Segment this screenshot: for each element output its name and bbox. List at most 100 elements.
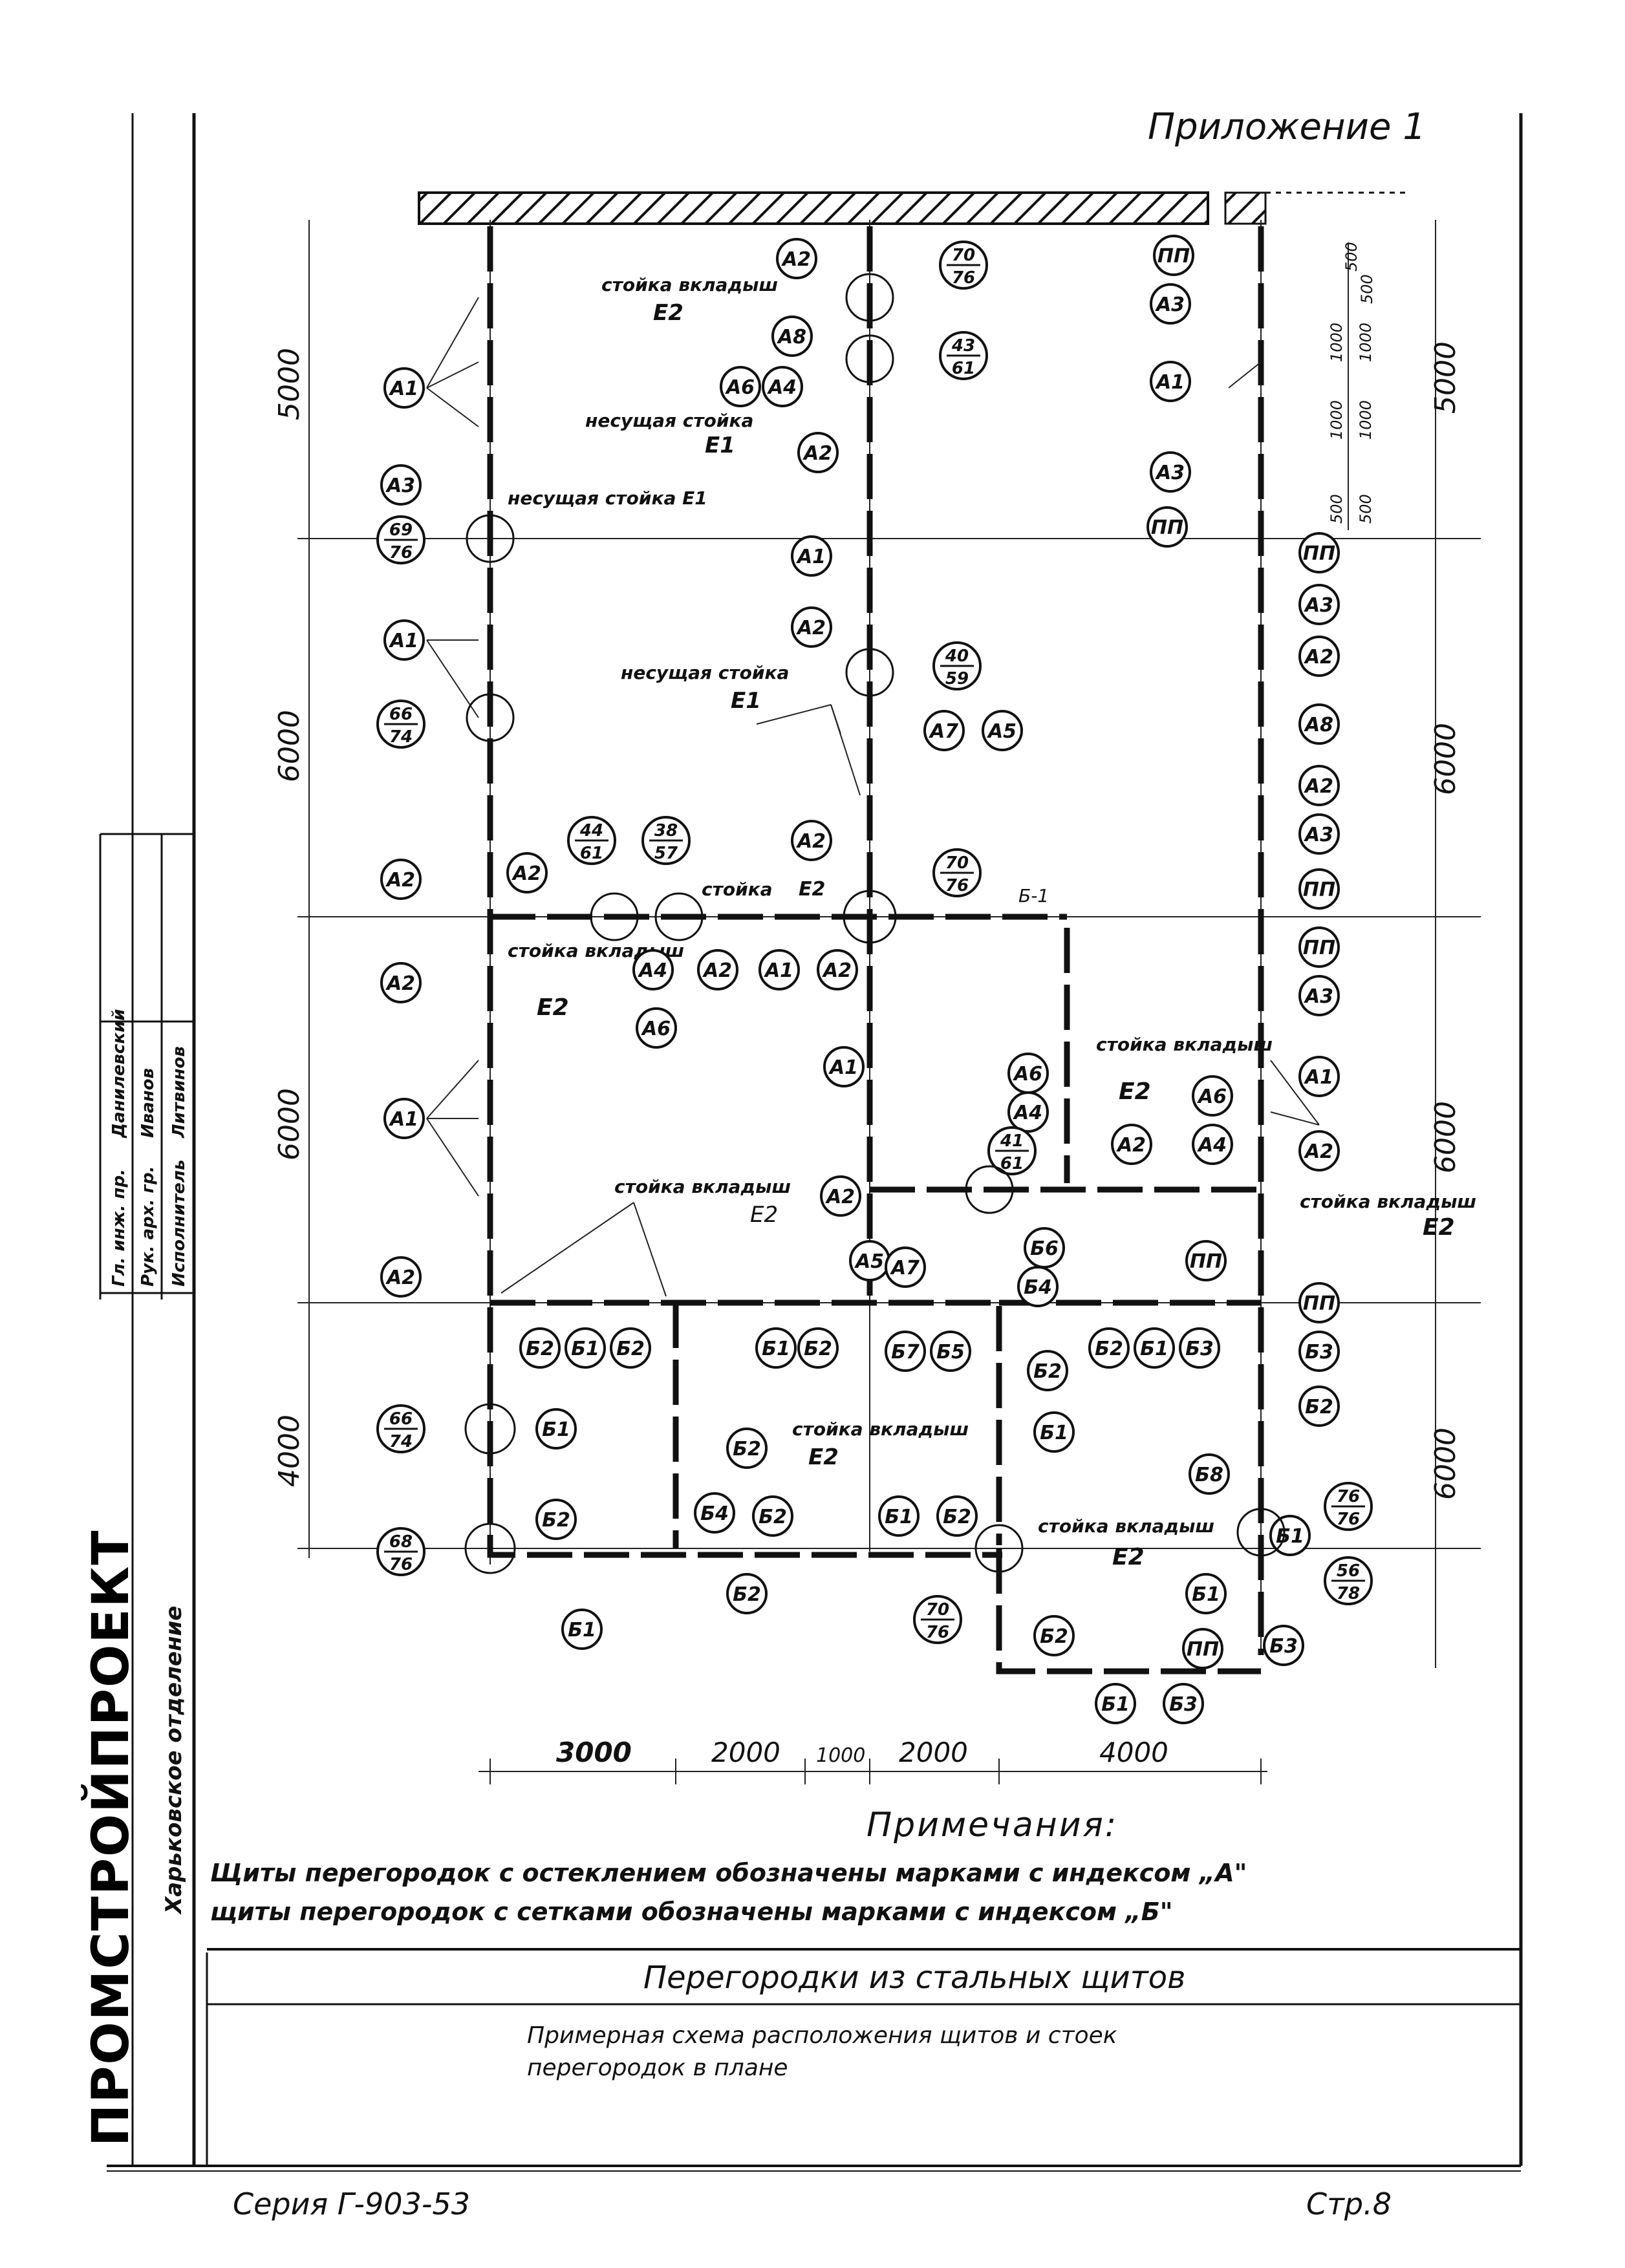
marker-label: А2 xyxy=(822,959,852,982)
dim-left-2: 6000 xyxy=(273,710,306,782)
marker-bubble xyxy=(380,962,422,1003)
marker-label: А3 xyxy=(1155,462,1185,484)
dim-left-4: 4000 xyxy=(273,1415,306,1487)
marker-bubble xyxy=(1192,1075,1233,1117)
marker-bubble xyxy=(878,1495,920,1537)
marker-label: А3 xyxy=(1155,294,1185,316)
marker-bubble xyxy=(1298,1385,1340,1427)
marker-bubble xyxy=(1134,1327,1175,1369)
marker-bubble xyxy=(1007,1091,1049,1133)
marker-bubble xyxy=(755,1327,797,1369)
doc-title: Перегородки из стальных щитов xyxy=(643,1960,1185,1996)
label-e1-3: Е1 xyxy=(731,688,761,714)
fraction-label: 40 xyxy=(945,647,969,666)
label-stand-insert-br: стойка вкладыш xyxy=(1038,1515,1214,1537)
marker-label: А4 xyxy=(1013,1102,1042,1124)
marker-label: А2 xyxy=(796,830,826,853)
small-dim-4: 1000 xyxy=(1357,323,1375,362)
marker-bubble xyxy=(1182,1628,1223,1669)
small-dim-7: 500 xyxy=(1328,494,1346,524)
marker-label: А2 xyxy=(1116,1134,1146,1157)
marker-label: Б6 xyxy=(1030,1237,1059,1260)
small-dim-8: 500 xyxy=(1357,494,1375,524)
marker-label: А2 xyxy=(781,248,811,271)
small-dim-6: 1000 xyxy=(1357,400,1375,440)
marker-label: А1 xyxy=(389,1108,418,1131)
fraction-label: 74 xyxy=(389,1432,413,1451)
label-e2-right: Е2 xyxy=(1423,1214,1455,1241)
marker-bubble xyxy=(820,1175,861,1217)
marker-bubble xyxy=(1298,1130,1340,1171)
marker-bubble xyxy=(1298,703,1340,745)
marker-bubble xyxy=(1298,926,1340,968)
marker-label: А4 xyxy=(767,376,797,399)
marker-bubble xyxy=(1298,636,1340,677)
marker-bubble xyxy=(694,1492,735,1534)
fraction-label: 66 xyxy=(389,705,413,724)
marker-label: А6 xyxy=(1013,1063,1042,1086)
doc-subtitle-1: Примерная схема расположения щитов и сто… xyxy=(527,2022,1117,2049)
fraction-label: 76 xyxy=(926,1623,949,1642)
dim-right-4: 6000 xyxy=(1429,1428,1462,1500)
small-dim-3: 1000 xyxy=(1328,323,1346,362)
label-e2-lower: Е2 xyxy=(808,1444,839,1470)
label-e2-br: Е2 xyxy=(1112,1544,1145,1570)
marker-bubble xyxy=(1150,283,1191,325)
marker-bubble xyxy=(776,238,817,279)
marker-label: ПП xyxy=(1303,937,1335,959)
marker-label: ПП xyxy=(1190,1250,1222,1273)
marker-label: А8 xyxy=(1304,714,1333,736)
marker-label: ПП xyxy=(1303,879,1335,901)
fraction-label: 76 xyxy=(1337,1510,1360,1529)
marker-label: А1 xyxy=(1155,371,1185,394)
dim-bottom-5: 4000 xyxy=(1099,1737,1168,1768)
marker-label: А7 xyxy=(929,720,958,743)
dept-name: Харьковское отделение xyxy=(161,1606,187,1915)
marker-bubble xyxy=(1185,1240,1227,1281)
marker-label: Б1 xyxy=(1140,1338,1168,1360)
marker-bubble xyxy=(561,1609,603,1650)
marker-label: А2 xyxy=(702,959,732,982)
marker-label: А6 xyxy=(1197,1086,1227,1108)
marker-bubble xyxy=(771,316,813,357)
marker-label: А1 xyxy=(764,959,793,982)
marker-bubble xyxy=(1298,765,1340,806)
marker-bubble xyxy=(1150,451,1191,493)
dim-right-2: 6000 xyxy=(1429,723,1462,795)
marker-label: Б2 xyxy=(542,1509,570,1532)
marker-bubble xyxy=(636,1007,677,1049)
marker-label: ПП xyxy=(1303,1292,1335,1315)
marker-bubble xyxy=(383,367,425,409)
marker-label: Б1 xyxy=(885,1506,913,1528)
label-e2-center: Е2 xyxy=(750,1202,778,1228)
fraction-label: 41 xyxy=(1000,1131,1024,1151)
marker-bubble xyxy=(817,949,858,990)
marker-label: А4 xyxy=(1197,1134,1227,1157)
label-e2-stand: Е2 xyxy=(799,878,825,901)
marker-bubble xyxy=(1111,1124,1152,1165)
role-3: Исполнитель xyxy=(169,1160,189,1287)
marker-label: Б3 xyxy=(1169,1693,1198,1716)
marker-bubble xyxy=(762,366,803,407)
marker-label: Б8 xyxy=(1195,1464,1223,1486)
fraction-label: 76 xyxy=(389,543,413,562)
marker-bubble xyxy=(1185,1573,1227,1614)
marker-label: А5 xyxy=(854,1250,884,1273)
label-stand-insert-top: стойка вкладыш xyxy=(601,274,778,295)
notes-line-2: щиты перегородок с сетками обозначены ма… xyxy=(210,1898,1173,1926)
marker-label: Б2 xyxy=(526,1338,554,1360)
marker-bubble xyxy=(610,1327,651,1369)
marker-label: А2 xyxy=(385,869,415,892)
marker-label: Б7 xyxy=(891,1341,920,1364)
marker-bubble xyxy=(1298,532,1340,573)
marker-bubble xyxy=(1298,1056,1340,1097)
marker-bubble xyxy=(982,710,1023,751)
label-stand-e2: стойка xyxy=(702,879,773,900)
marker-label: Б2 xyxy=(1095,1338,1123,1360)
plan-labels: стойка вкладыш Е2 несущая стойка Е1 несу… xyxy=(508,274,1476,1570)
marker-label: А7 xyxy=(890,1257,920,1279)
marker-bubble xyxy=(380,464,422,506)
marker-bubble xyxy=(1298,975,1340,1016)
marker-label: А3 xyxy=(1304,985,1333,1008)
name-2: Иванов xyxy=(138,1068,158,1138)
